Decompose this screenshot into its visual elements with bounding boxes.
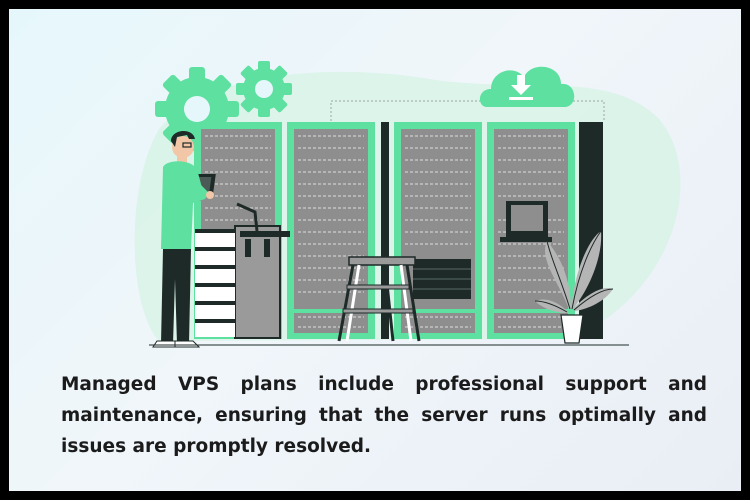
wall-monitor: [500, 201, 552, 242]
server-room-illustration: [134, 61, 681, 348]
server-rack: [194, 122, 603, 339]
step-ladder: [337, 256, 421, 342]
potted-plant: [534, 230, 614, 344]
cloud-download-icon: [479, 66, 575, 107]
content-frame: Managed VPS plans include professional s…: [9, 9, 741, 491]
caption-text: Managed VPS plans include professional s…: [61, 374, 707, 457]
small-gear-icon: [236, 61, 292, 117]
equipment-cart: [195, 202, 290, 339]
connection-lines: [330, 100, 605, 121]
engineer-figure: [152, 130, 214, 348]
